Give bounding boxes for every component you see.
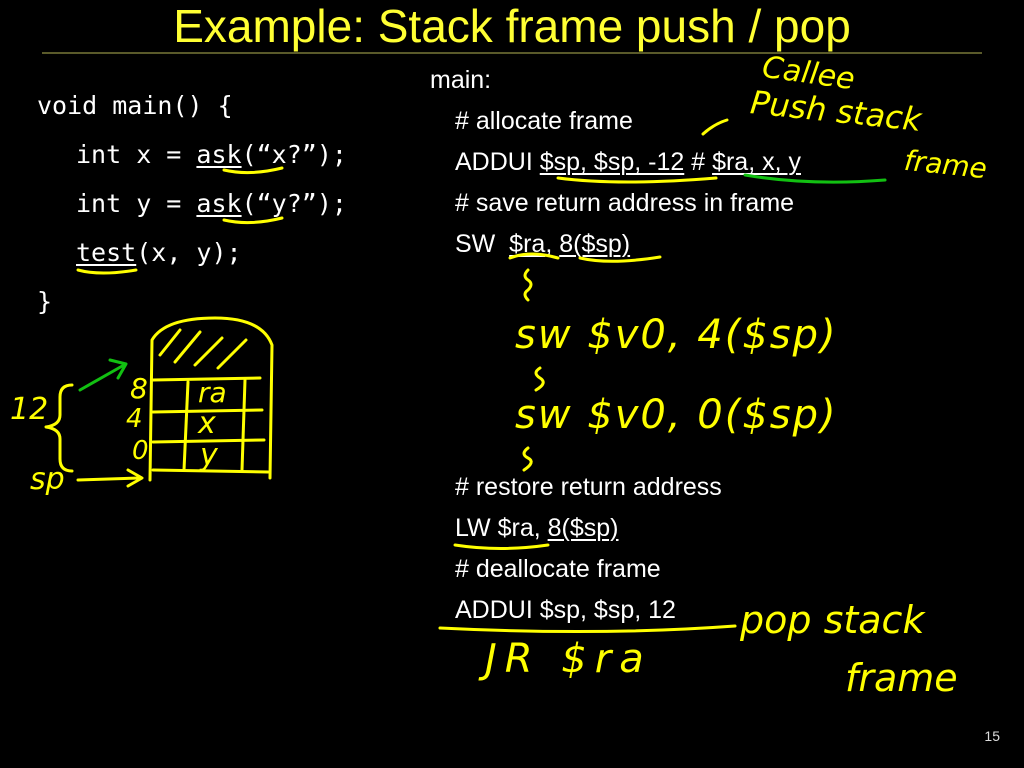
ink-squiggle xyxy=(523,268,533,302)
asm-args: $sp, $sp, -12 xyxy=(539,148,685,176)
ink-squiggle xyxy=(534,366,545,392)
asm-register: $ra xyxy=(509,230,546,258)
hw-frame: frame xyxy=(902,143,989,186)
code-text: void main() { xyxy=(37,91,233,120)
asm-line: SW $ra, 8($sp) xyxy=(430,226,801,267)
asm-text: LW $ra, xyxy=(455,514,548,542)
asm-comment: # restore return address xyxy=(455,473,722,501)
code-text: (x, y); xyxy=(136,238,242,267)
title-divider xyxy=(42,52,982,54)
asm-text: # xyxy=(684,148,713,176)
hw-sw-v0-4: sw $v0, 4($sp) xyxy=(515,312,838,358)
asm-offset: 8($sp) xyxy=(547,514,619,542)
function-name: ask xyxy=(196,140,242,169)
hw-offset: 8 xyxy=(130,372,148,405)
hatch xyxy=(173,330,202,364)
hw-jr-ra: JR $ra xyxy=(485,636,652,682)
asm-comment: # allocate frame xyxy=(455,107,633,135)
code-line: test(x, y); xyxy=(37,233,347,282)
hw-size: 12 xyxy=(10,392,49,427)
code-text: } xyxy=(37,287,53,316)
asm-offset: 8($sp) xyxy=(559,230,631,258)
hw-slot-x: x xyxy=(198,406,216,441)
code-text: int y = xyxy=(76,189,197,218)
hw-sp: sp xyxy=(30,462,65,497)
code-line: void main() { xyxy=(37,86,347,135)
page-number: 15 xyxy=(984,728,1000,744)
code-text: (“y?”); xyxy=(241,189,347,218)
asm-label: main: xyxy=(430,66,492,94)
stack-frame-divider xyxy=(240,378,247,472)
hatch xyxy=(216,338,248,370)
asm-epilogue-block: # restore return address LW $ra, 8($sp) … xyxy=(455,469,722,633)
c-code-block: void main() { int x = ask(“x?”); int y =… xyxy=(37,86,347,331)
green-arrow xyxy=(78,363,126,392)
asm-line: ADDUI $sp, $sp, 12 xyxy=(455,596,676,624)
function-name: ask xyxy=(196,189,242,218)
asm-prologue-block: main: # allocate frame ADDUI $sp, $sp, -… xyxy=(430,62,801,267)
hw-offset: 0 xyxy=(132,436,149,466)
slide-title: Example: Stack frame push / pop xyxy=(173,0,851,52)
sp-arrow xyxy=(76,476,142,482)
hw-offset: 4 xyxy=(126,404,143,434)
code-text: (“x?”); xyxy=(241,140,347,169)
ink-squiggle xyxy=(522,446,533,472)
hatch xyxy=(193,336,224,367)
hw-slot-y: y xyxy=(200,438,218,473)
code-line: } xyxy=(37,282,347,331)
code-line: int x = ask(“x?”); xyxy=(37,135,347,184)
stack-frame-divider xyxy=(182,380,190,472)
asm-text: ADDUI xyxy=(455,148,540,176)
asm-line: LW $ra, 8($sp) xyxy=(455,510,722,551)
sp-arrowhead xyxy=(126,468,144,488)
code-text: int x = xyxy=(76,140,197,169)
asm-line: ADDUI $sp, $sp, -12 # $ra, x, y xyxy=(430,144,801,185)
asm-comment-underlined: $ra, x, y xyxy=(712,148,801,176)
hatch xyxy=(158,328,182,357)
hw-frame: frame xyxy=(845,656,958,700)
asm-text: , xyxy=(545,230,560,258)
function-name: test xyxy=(76,238,137,267)
asm-comment: # deallocate frame xyxy=(455,555,661,583)
hw-pop-stack: pop stack xyxy=(740,598,925,642)
asm-text: SW xyxy=(455,230,510,258)
hw-sw-v0-0: sw $v0, 0($sp) xyxy=(515,392,838,438)
size-brace xyxy=(44,383,74,473)
asm-comment: # save return address in frame xyxy=(455,189,795,217)
code-line: int y = ask(“y?”); xyxy=(37,184,347,233)
green-arrowhead xyxy=(108,358,128,380)
hw-slot-ra: ra xyxy=(198,376,227,409)
